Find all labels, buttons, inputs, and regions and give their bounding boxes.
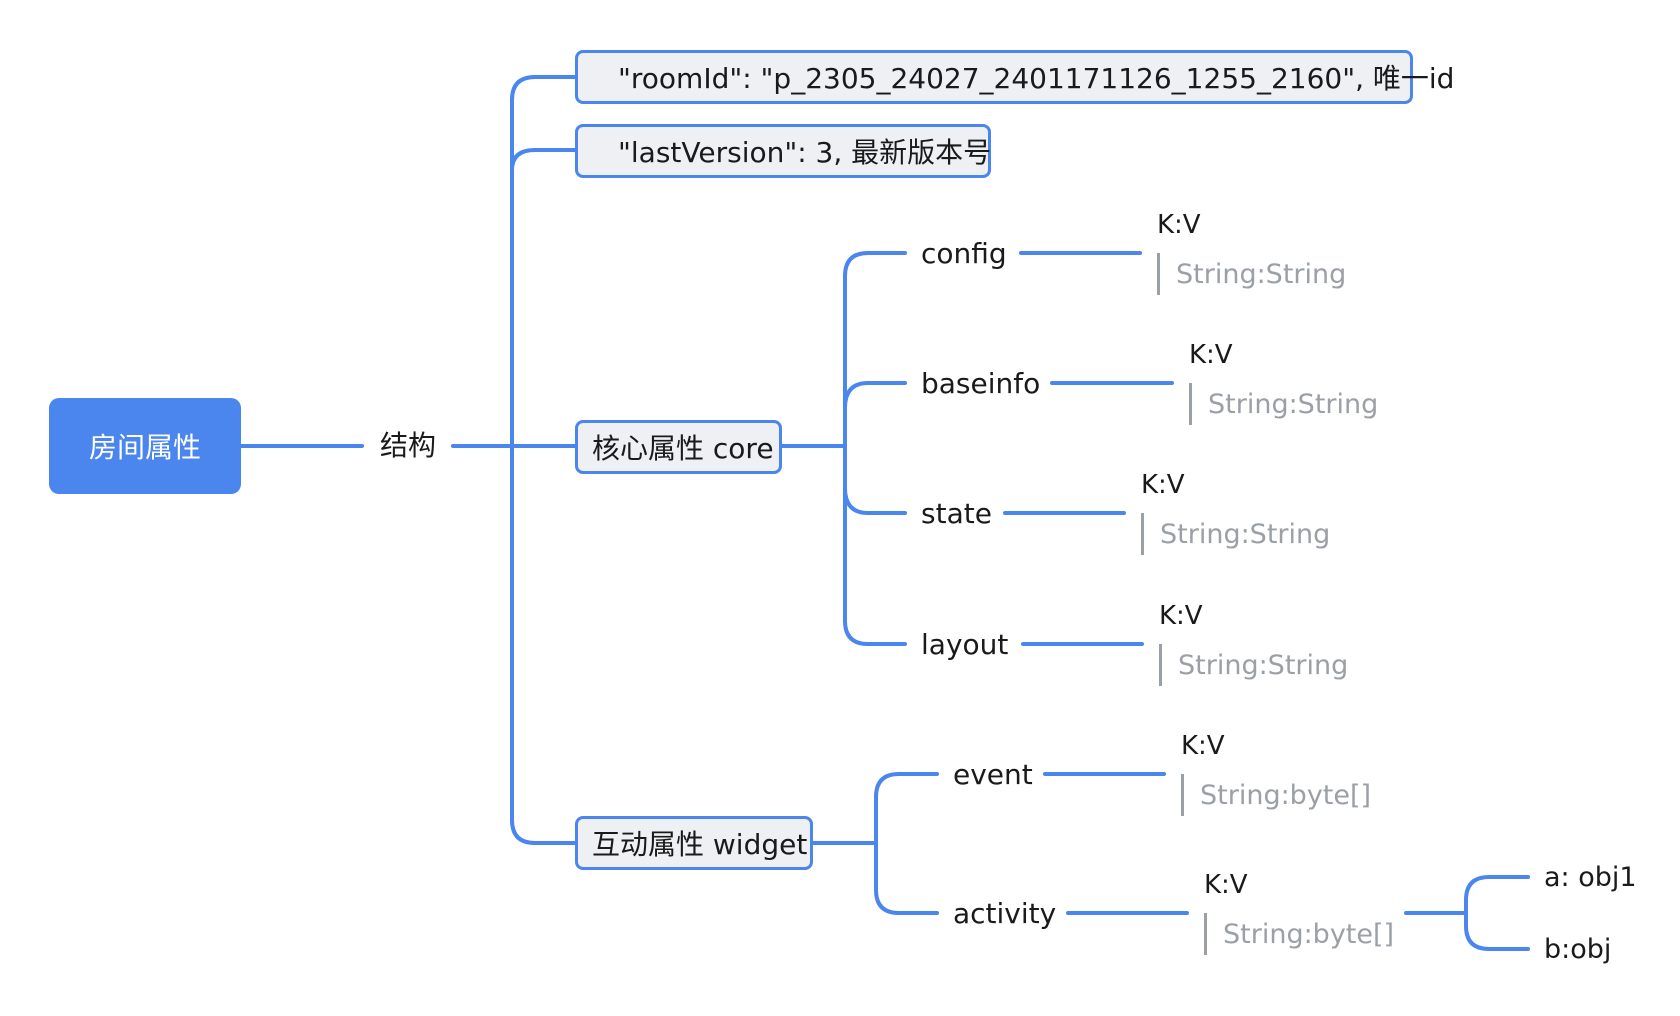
root-label: 房间属性: [88, 431, 201, 464]
connector-core-config: [843, 251, 907, 448]
connector-core-layout: [843, 444, 907, 646]
connector-activity-obj-b: [1464, 911, 1530, 951]
event-type-note: String:byte[]: [1181, 774, 1371, 816]
core-label: 核心属性 core: [592, 432, 774, 465]
widget-child-activity[interactable]: activity: [953, 900, 1056, 928]
state-kv[interactable]: K:V: [1141, 470, 1185, 500]
structure-node[interactable]: 结构: [380, 432, 436, 460]
widget-label: 互动属性 widget: [592, 828, 808, 861]
layout-label: layout: [921, 628, 1009, 661]
core-node[interactable]: 核心属性 core: [575, 420, 782, 474]
widget-child-event[interactable]: event: [953, 761, 1033, 789]
activity-type-note: String:byte[]: [1204, 913, 1394, 955]
layout-kv[interactable]: K:V: [1159, 601, 1203, 631]
baseinfo-kv[interactable]: K:V: [1189, 340, 1233, 370]
event-label: event: [953, 758, 1033, 791]
connector-trunk-widget: [510, 444, 577, 845]
connector-widget-activity: [874, 841, 939, 915]
activity-kv[interactable]: K:V: [1204, 870, 1248, 900]
structure-label: 结构: [380, 429, 437, 462]
connector-activity-obj-a: [1464, 875, 1530, 915]
config-kv[interactable]: K:V: [1157, 210, 1201, 240]
baseinfo-type-note: String:String: [1189, 383, 1378, 425]
connector-trunk-lastversion: [510, 148, 577, 172]
state-label: state: [921, 497, 992, 530]
activity-label: activity: [953, 897, 1057, 930]
connector-trunk-roomid: [510, 75, 577, 448]
activity-object-a[interactable]: a: obj1: [1544, 862, 1637, 893]
core-child-layout[interactable]: layout: [921, 631, 1008, 659]
state-type-note: String:String: [1141, 513, 1330, 555]
roomid-label: "roomId": "p_2305_24027_2401171126_1255_…: [618, 62, 1455, 95]
config-label: config: [921, 237, 1007, 270]
connector-core-baseinfo: [843, 381, 907, 410]
layout-type-note: String:String: [1159, 644, 1348, 686]
lastversion-label: "lastVersion": 3, 最新版本号: [618, 136, 992, 169]
core-child-baseinfo[interactable]: baseinfo: [921, 370, 1040, 398]
connector-widget-event: [874, 772, 939, 845]
core-child-state[interactable]: state: [921, 500, 992, 528]
lastversion-node[interactable]: "lastVersion": 3, 最新版本号: [575, 124, 991, 178]
connector-core-state: [843, 486, 907, 515]
widget-node[interactable]: 互动属性 widget: [575, 816, 813, 870]
roomid-node[interactable]: "roomId": "p_2305_24027_2401171126_1255_…: [575, 50, 1454, 104]
core-child-config[interactable]: config: [921, 240, 1007, 268]
baseinfo-label: baseinfo: [921, 367, 1041, 400]
root-node[interactable]: 房间属性: [49, 398, 241, 494]
config-type-note: String:String: [1157, 253, 1346, 295]
activity-object-b[interactable]: b:obj: [1544, 934, 1612, 965]
event-kv[interactable]: K:V: [1181, 731, 1225, 761]
